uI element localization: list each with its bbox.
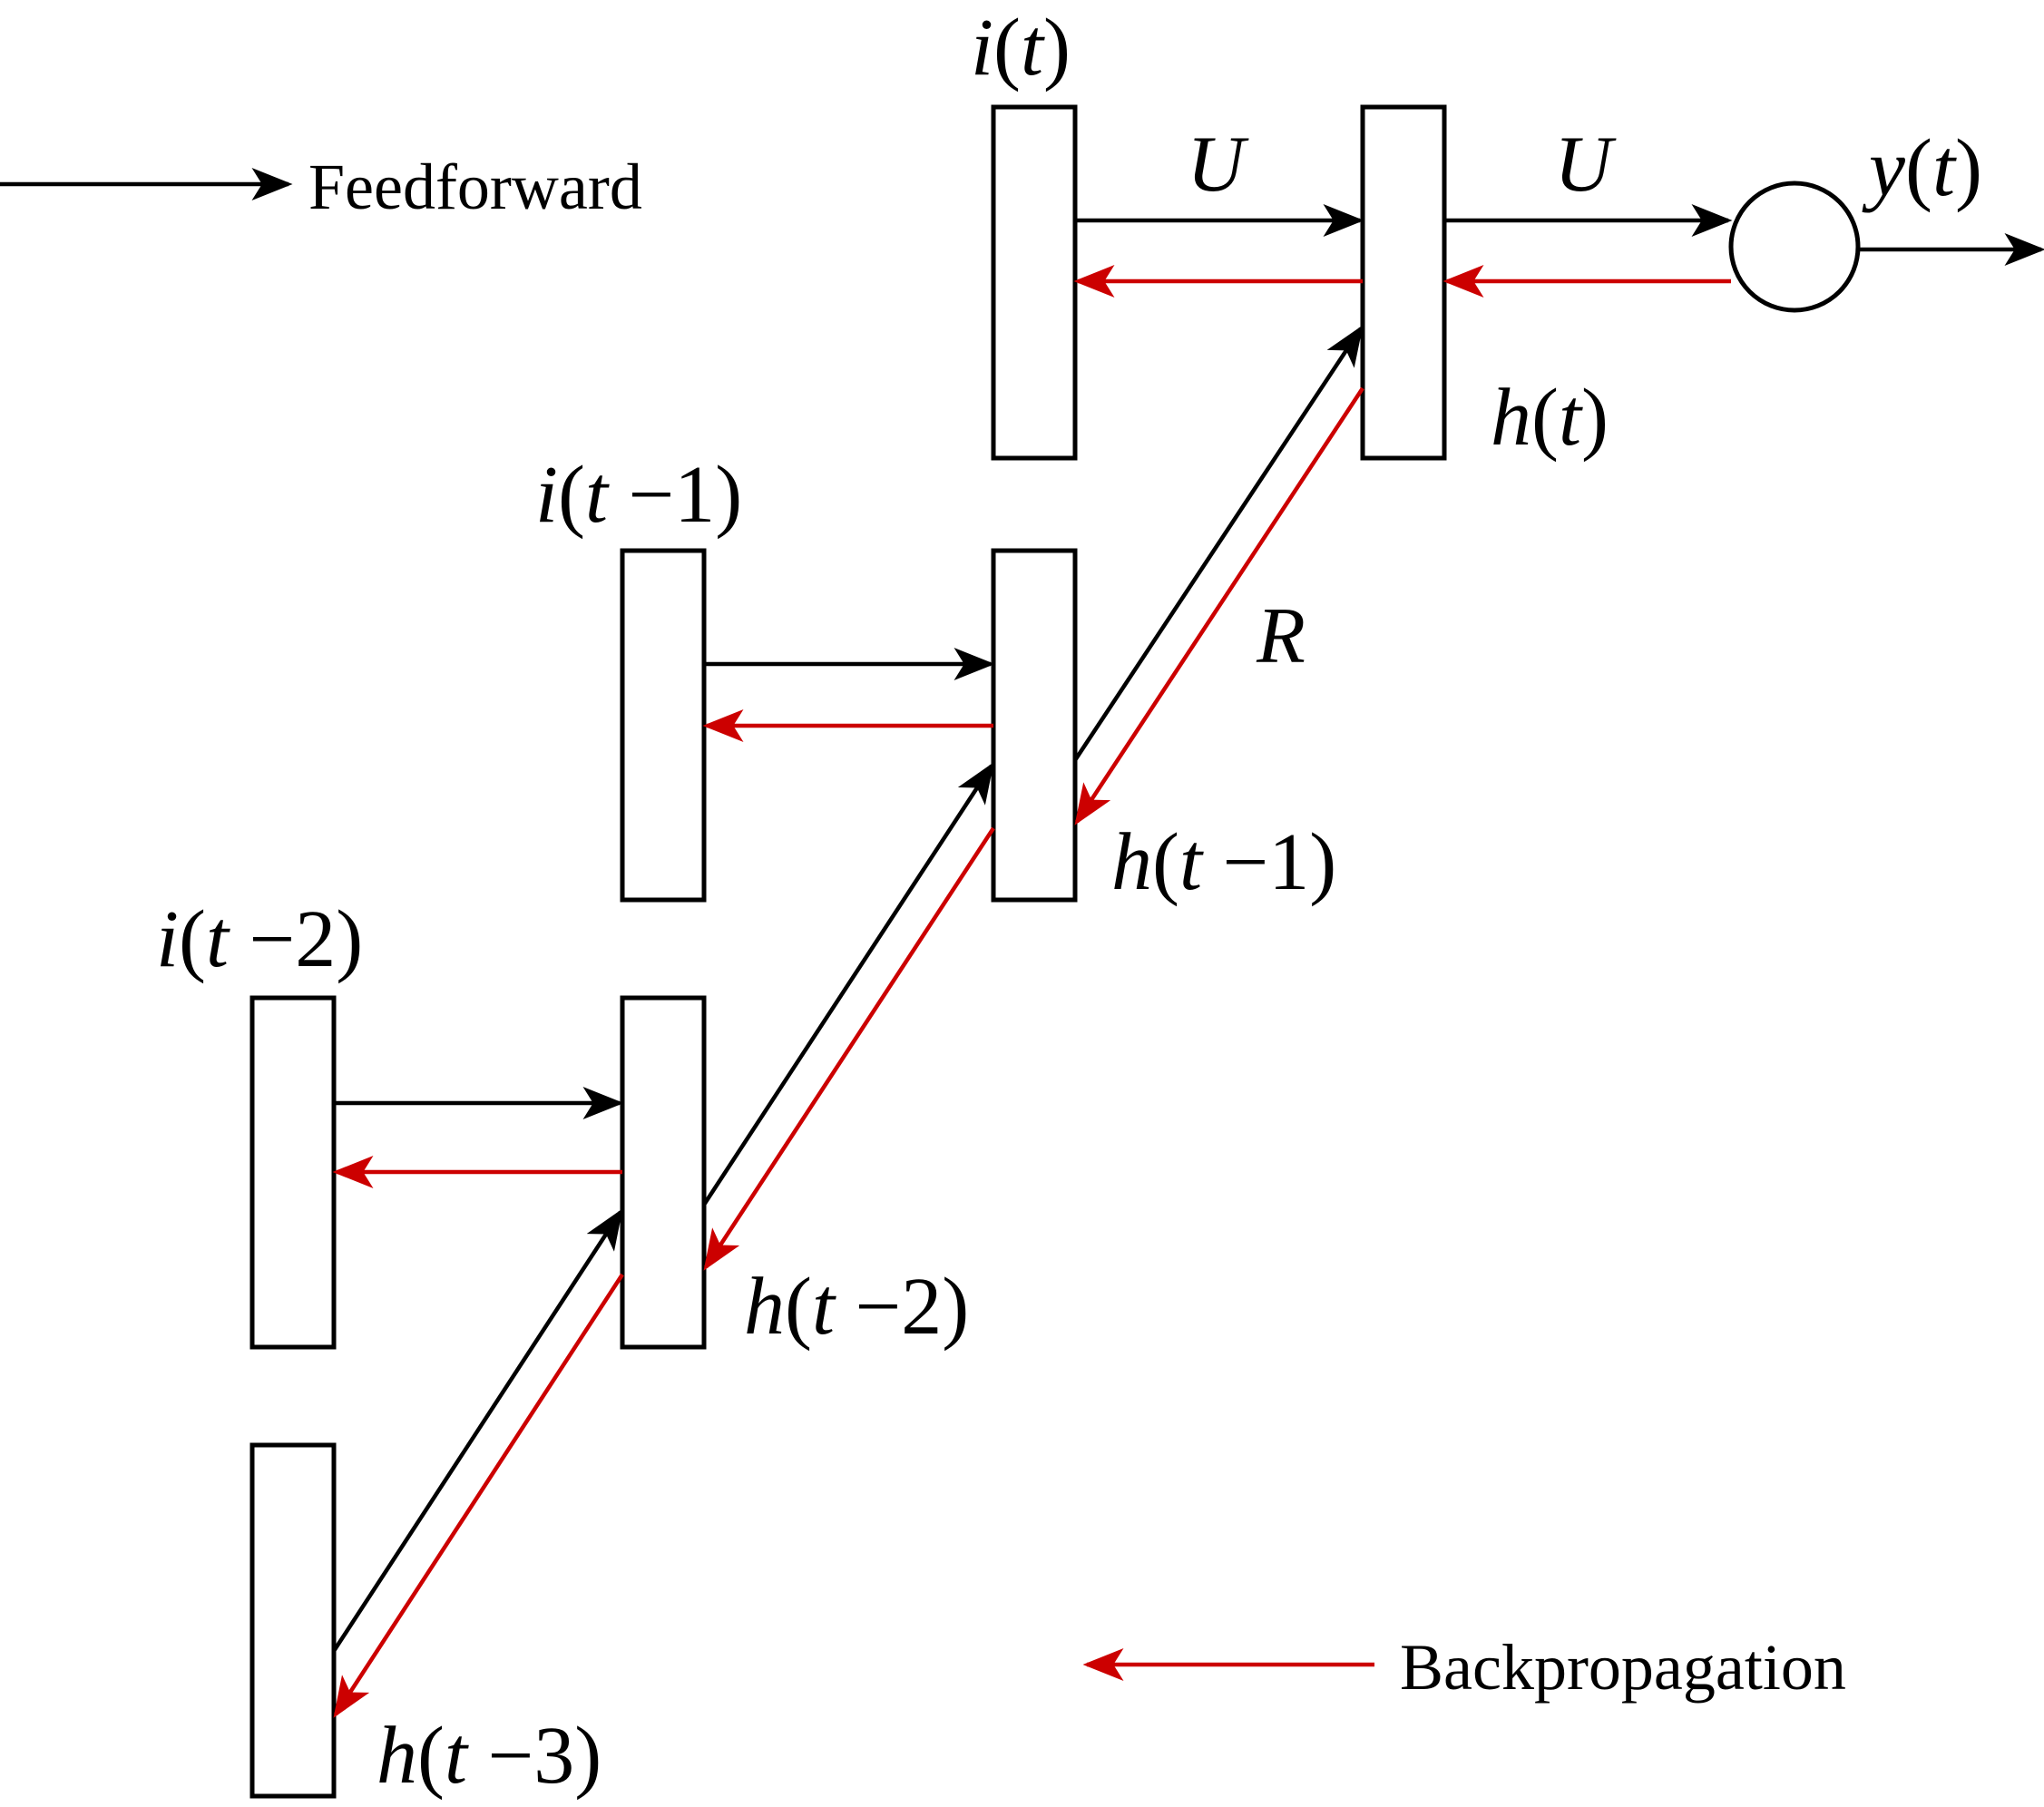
hidden-box-t-minus-2 (620, 995, 707, 1350)
input-box-t-minus-1 (620, 548, 707, 903)
legend-feedforward-label: Feedforward (308, 151, 642, 223)
hidden-label-t: h(t) (1491, 373, 1609, 463)
input-box-t-minus-2 (249, 995, 337, 1350)
weight-label-r: R (1256, 592, 1306, 680)
hidden-box-t-minus-1 (991, 548, 1078, 903)
input-box-t (991, 104, 1078, 461)
output-label: y(t) (1862, 123, 1982, 213)
input-label-t-minus-1: i(t −1) (535, 450, 742, 540)
input-label-t-minus-2: i(t −2) (156, 894, 363, 984)
ff-recurrent-h-t1-to-h-t (1073, 325, 1364, 762)
hidden-label-t-minus-2: h(t −2) (744, 1262, 969, 1352)
legend-backpropagation-label: Backpropagation (1400, 1631, 1846, 1704)
bp-recurrent-h-t-to-h-t1 (1074, 386, 1364, 825)
hidden-box-t-minus-3 (249, 1442, 337, 1799)
hidden-box-t (1360, 104, 1447, 461)
weight-label-u-output: U (1554, 121, 1617, 209)
hidden-label-t-minus-1: h(t −1) (1111, 817, 1336, 907)
bp-recurrent-h-t2-to-h-t3 (333, 1273, 624, 1718)
weight-label-u-input: U (1187, 121, 1249, 209)
hidden-label-t-minus-3: h(t −3) (377, 1711, 601, 1801)
ff-recurrent-h-t3-to-h-t2 (332, 1208, 623, 1653)
ff-recurrent-h-t2-to-h-t1 (702, 762, 994, 1206)
output-node (1728, 181, 1861, 313)
bp-recurrent-h-t1-to-h-t2 (703, 826, 995, 1271)
input-label-t: i(t) (971, 3, 1071, 93)
